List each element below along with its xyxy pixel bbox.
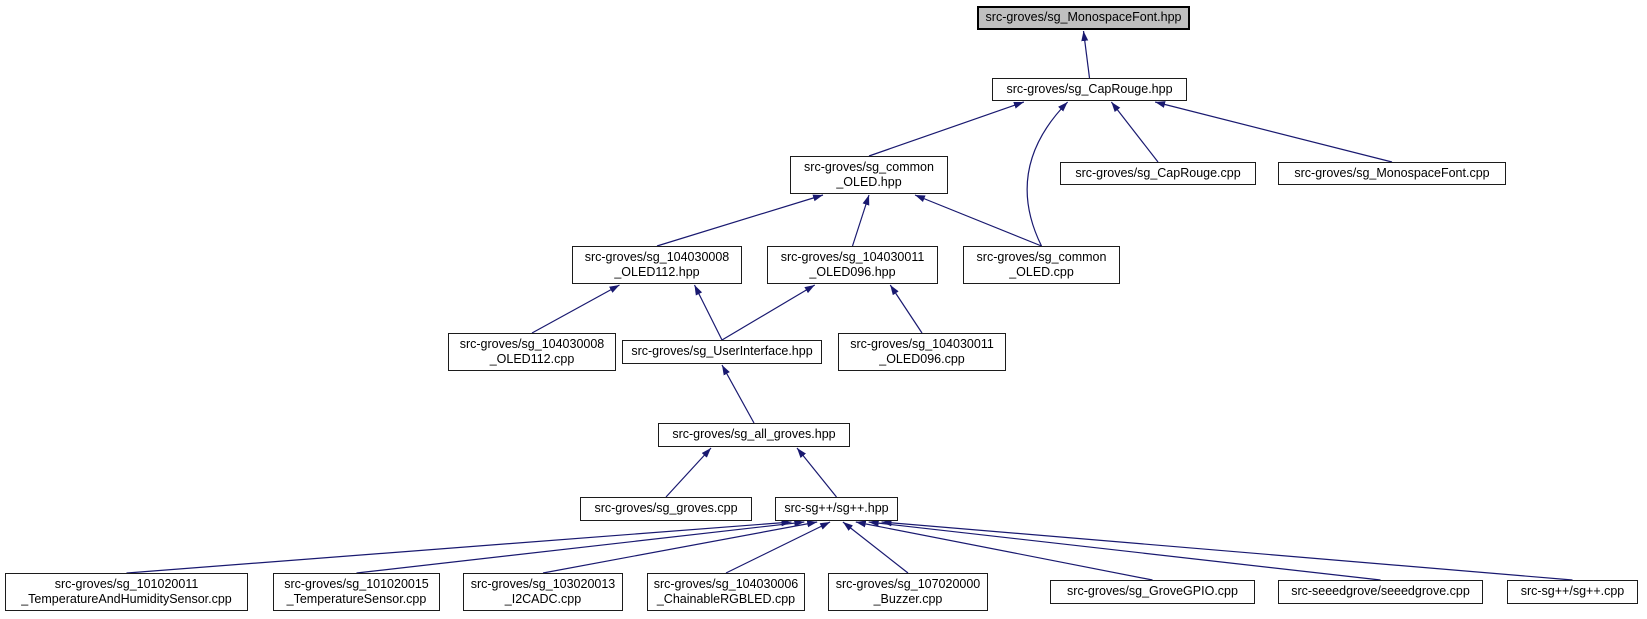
node-sg-104030011-oled096-cpp[interactable]: src-groves/sg_104030011 _OLED096.cpp: [838, 333, 1006, 371]
node-sg-common-oled-cpp[interactable]: src-groves/sg_common _OLED.cpp: [963, 246, 1120, 284]
node-sg-104030006-chainablergbled-cpp[interactable]: src-groves/sg_104030006 _ChainableRGBLED…: [647, 573, 805, 611]
node-sg-caprouge-cpp[interactable]: src-groves/sg_CapRouge.cpp: [1060, 162, 1256, 185]
node-sg-caprouge-hpp[interactable]: src-groves/sg_CapRouge.hpp: [992, 78, 1187, 101]
node-sg-common-oled-hpp[interactable]: src-groves/sg_common _OLED.hpp: [790, 156, 948, 194]
node-sg-monospacefont-hpp: src-groves/sg_MonospaceFont.hpp: [977, 6, 1190, 30]
node-sgpp-cpp[interactable]: src-sg++/sg++.cpp: [1507, 580, 1638, 604]
node-sg-107020000-buzzer-cpp[interactable]: src-groves/sg_107020000 _Buzzer.cpp: [828, 573, 988, 611]
node-sgpp-hpp[interactable]: src-sg++/sg++.hpp: [775, 497, 898, 521]
node-sg-101020015-temperaturesensor-cpp[interactable]: src-groves/sg_101020015 _TemperatureSens…: [273, 573, 440, 611]
node-sg-all-groves-hpp[interactable]: src-groves/sg_all_groves.hpp: [658, 423, 850, 447]
node-sg-groves-cpp[interactable]: src-groves/sg_groves.cpp: [580, 497, 752, 521]
node-sg-104030008-oled112-cpp[interactable]: src-groves/sg_104030008 _OLED112.cpp: [448, 333, 616, 371]
node-seeedgrove-cpp[interactable]: src-seeedgrove/seeedgrove.cpp: [1278, 580, 1483, 604]
node-sg-103020013-i2cadc-cpp[interactable]: src-groves/sg_103020013 _I2CADC.cpp: [463, 573, 623, 611]
node-sg-101020011-temperatureandhumiditysensor-cpp[interactable]: src-groves/sg_101020011 _TemperatureAndH…: [5, 573, 248, 611]
node-sg-userinterface-hpp[interactable]: src-groves/sg_UserInterface.hpp: [622, 340, 822, 364]
node-sg-104030008-oled112-hpp[interactable]: src-groves/sg_104030008 _OLED112.hpp: [572, 246, 742, 284]
node-sg-monospacefont-cpp[interactable]: src-groves/sg_MonospaceFont.cpp: [1278, 162, 1506, 185]
node-sg-grovegpio-cpp[interactable]: src-groves/sg_GroveGPIO.cpp: [1050, 580, 1255, 604]
node-sg-104030011-oled096-hpp[interactable]: src-groves/sg_104030011 _OLED096.hpp: [767, 246, 938, 284]
